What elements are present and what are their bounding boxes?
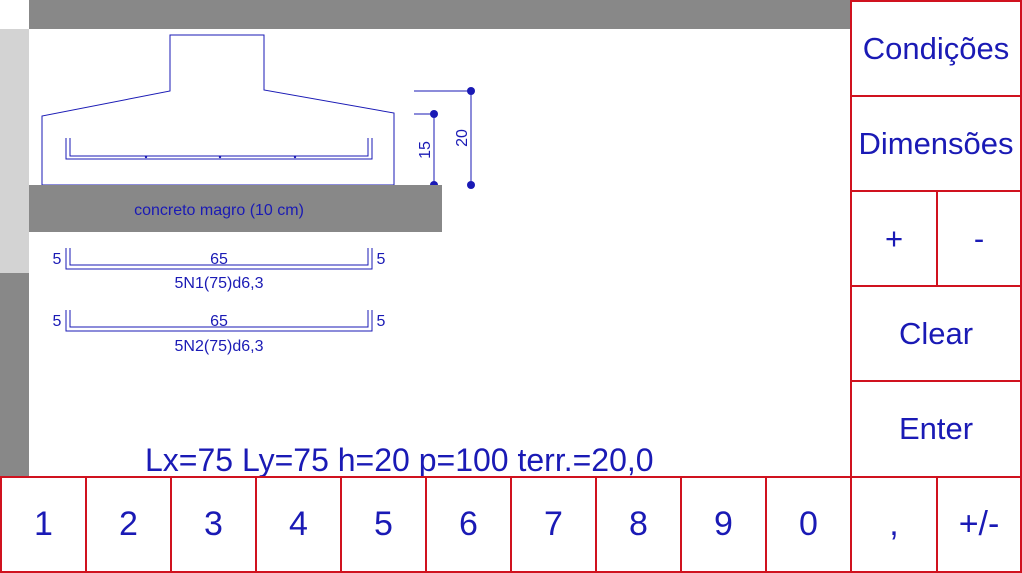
bar2-label: 5N2(75)d6,3 <box>175 338 264 355</box>
bar2-right-dim: 5 <box>377 313 386 330</box>
minus-button[interactable]: - <box>936 190 1022 287</box>
footing-rebar <box>65 138 373 160</box>
enter-button[interactable]: Enter <box>850 380 1022 478</box>
key-2[interactable]: 2 <box>85 476 172 573</box>
dim-15-text: 15 <box>417 141 434 159</box>
plus-button[interactable]: + <box>850 190 938 287</box>
footing-drawing: 15 20 concreto magro (10 cm) 5 65 5 5N1(… <box>29 34 475 355</box>
key-5[interactable]: 5 <box>340 476 427 573</box>
status-line: Lx=75 Ly=75 h=20 p=100 terr.=20,0 <box>145 442 654 478</box>
bar1-right-dim: 5 <box>377 251 386 268</box>
key-4[interactable]: 4 <box>255 476 342 573</box>
lean-concrete-label: concreto magro (10 cm) <box>134 202 304 219</box>
footing-outline <box>41 34 395 186</box>
key-plus-minus[interactable]: +/- <box>936 476 1022 573</box>
key-9[interactable]: 9 <box>680 476 767 573</box>
lean-concrete-band <box>29 185 442 232</box>
clear-button[interactable]: Clear <box>850 285 1022 382</box>
key-7[interactable]: 7 <box>510 476 597 573</box>
bar1-left-dim: 5 <box>53 251 62 268</box>
dim-20-point-top <box>467 87 475 95</box>
condicoes-button[interactable]: Condições <box>850 0 1022 97</box>
key-0[interactable]: 0 <box>765 476 852 573</box>
rebar-dot <box>144 155 148 159</box>
bar1-label: 5N1(75)d6,3 <box>175 275 264 292</box>
key-comma[interactable]: , <box>850 476 938 573</box>
dim-20-point-bottom <box>467 181 475 189</box>
rebar-dot <box>218 155 222 159</box>
key-3[interactable]: 3 <box>170 476 257 573</box>
key-8[interactable]: 8 <box>595 476 682 573</box>
dim-20-text: 20 <box>454 129 471 147</box>
key-6[interactable]: 6 <box>425 476 512 573</box>
rebar-dot <box>293 155 297 159</box>
scroll-track[interactable] <box>0 273 29 477</box>
bar2-middle-dim: 65 <box>210 313 228 330</box>
scroll-thumb[interactable] <box>0 29 29 273</box>
bar2-shape <box>65 310 373 332</box>
key-1[interactable]: 1 <box>0 476 87 573</box>
dim-15-point-top <box>430 110 438 118</box>
bar1-shape <box>65 248 373 270</box>
bar2-left-dim: 5 <box>53 313 62 330</box>
dimensoes-button[interactable]: Dimensões <box>850 95 1022 192</box>
left-bar-top <box>0 0 29 29</box>
top-bar <box>29 0 850 29</box>
bar1-middle-dim: 65 <box>210 251 228 268</box>
